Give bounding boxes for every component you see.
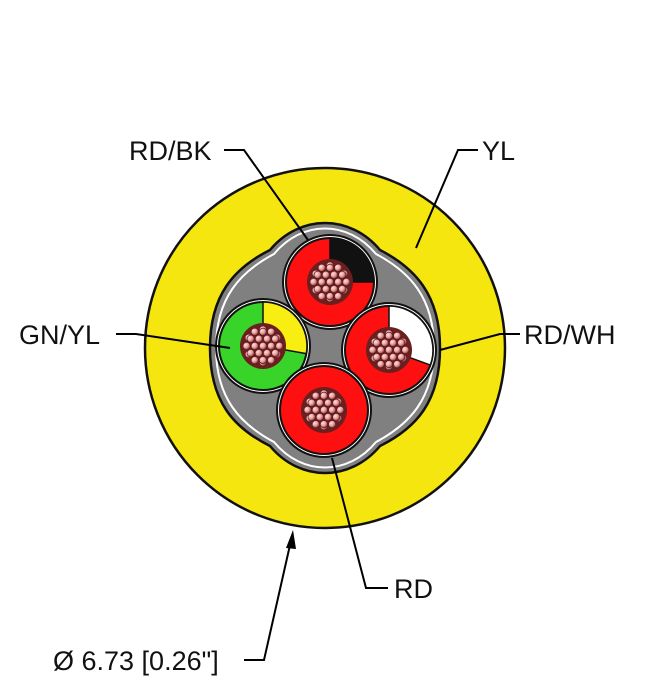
wire-strand xyxy=(271,349,280,358)
wire-strand xyxy=(325,263,335,272)
leader-diameter xyxy=(244,544,291,661)
wire-strand xyxy=(384,360,394,369)
wire-strand xyxy=(311,391,320,400)
leader-rd-bk xyxy=(224,149,309,241)
wire-strand xyxy=(324,413,333,422)
wire-strand xyxy=(319,405,329,415)
wire-strand xyxy=(254,334,263,343)
wire-strand xyxy=(325,292,335,301)
wire-strand xyxy=(384,345,394,355)
wire-strand xyxy=(315,413,324,422)
filler-core xyxy=(208,221,442,475)
wire-strand xyxy=(271,334,280,343)
wire-strand xyxy=(376,360,385,369)
wire-strand xyxy=(332,413,341,422)
wire-strand xyxy=(332,398,341,407)
label-diameter: Ø 6.73 [0.26"] xyxy=(53,646,219,676)
wire-strand xyxy=(393,331,402,340)
wire-strand xyxy=(319,391,329,400)
wire-strand xyxy=(376,345,385,355)
wire-strand xyxy=(334,263,343,272)
wire-strand xyxy=(311,420,320,429)
wire-strand xyxy=(397,338,406,347)
wire-strand xyxy=(334,292,343,301)
wire-strand xyxy=(267,356,276,365)
wire-strand xyxy=(376,331,385,340)
wire-strand xyxy=(380,353,389,362)
wire-strand xyxy=(372,338,381,347)
wire-strand xyxy=(311,405,320,415)
wire-strand xyxy=(317,263,326,272)
wire-strand xyxy=(397,353,406,362)
wire-strand xyxy=(328,391,337,400)
wire-strand xyxy=(330,270,339,279)
leader-gn-yl xyxy=(116,333,231,349)
wire-strand xyxy=(317,277,326,287)
conductor-gn-yl xyxy=(215,298,311,394)
wire-strand xyxy=(319,420,329,429)
wire-strand xyxy=(250,341,259,351)
wire-strand xyxy=(246,349,255,358)
wire-strand xyxy=(334,277,343,287)
wire-strand xyxy=(338,270,347,279)
wire-strand xyxy=(313,270,322,279)
wire-strand xyxy=(263,349,272,358)
label-gn-yl: GN/YL xyxy=(19,320,100,350)
label-rd: RD xyxy=(394,574,433,604)
wire-strand xyxy=(307,413,316,422)
conductor-rd-bk xyxy=(282,234,378,330)
wire-strand xyxy=(275,341,284,351)
wire-strand xyxy=(307,398,316,407)
label-rd-bk: RD/BK xyxy=(129,136,212,166)
wire-strand xyxy=(242,341,251,351)
wire-strand xyxy=(380,338,389,347)
wire-strand xyxy=(393,345,402,355)
wire-strand xyxy=(267,327,276,336)
wire-strand xyxy=(315,398,324,407)
wire-strand xyxy=(330,285,339,294)
leader-yl xyxy=(415,149,478,249)
wire-strand xyxy=(309,277,318,287)
wire-strand xyxy=(303,405,312,415)
wire-strand xyxy=(246,334,255,343)
wire-strand xyxy=(325,277,335,287)
wire-strand xyxy=(342,277,351,287)
wire-strand xyxy=(250,327,259,336)
leader-rd-wh xyxy=(439,333,520,351)
wire-strand xyxy=(324,398,333,407)
label-yl: YL xyxy=(482,136,515,166)
wire-strand xyxy=(328,420,337,429)
wire-strand xyxy=(258,327,268,336)
wire-strand xyxy=(328,405,337,415)
wire-strand xyxy=(336,405,345,415)
wire-strand xyxy=(321,270,330,279)
wire-strand xyxy=(389,353,398,362)
wire-strand xyxy=(372,353,381,362)
conductor-rd xyxy=(276,362,372,458)
wire-strand xyxy=(254,349,263,358)
wire-strand xyxy=(338,285,347,294)
wire-strand xyxy=(313,285,322,294)
wire-strand xyxy=(401,345,410,355)
diameter-arrow-head xyxy=(286,530,296,549)
wire-strand xyxy=(317,292,326,301)
leader-rd xyxy=(331,457,388,589)
wire-strand xyxy=(263,334,272,343)
wire-strand xyxy=(258,341,268,351)
conductor-rd-wh xyxy=(341,302,437,398)
wire-strand xyxy=(384,331,394,340)
wire-strand xyxy=(389,338,398,347)
wire-strand xyxy=(267,341,276,351)
wire-strand xyxy=(258,356,268,365)
wire-strand xyxy=(368,345,377,355)
wire-strand xyxy=(393,360,402,369)
label-rd-wh: RD/WH xyxy=(524,320,615,350)
wire-strand xyxy=(321,285,330,294)
wire-strand xyxy=(250,356,259,365)
